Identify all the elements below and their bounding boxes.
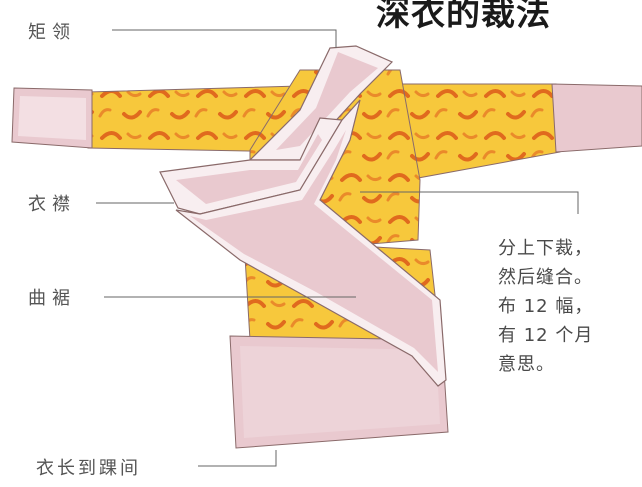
collar-callout-line [112,29,337,48]
length-callout-line [198,450,277,467]
description-line: 意思。 [498,354,555,375]
description-line: 布 12 幅， [498,296,594,317]
description-callout-line [360,191,579,214]
length-label: 衣长到踝间 [36,458,141,479]
right-cuff [551,83,642,153]
lapel-label: 衣襟 [28,194,76,215]
diagram-title: 深衣的裁法 [376,0,551,34]
description-line: 有 12 个月 [498,325,594,346]
description-line: 分上下裁， [498,238,593,259]
collar-label: 矩领 [28,22,76,43]
curved-skirt-label: 曲裾 [28,288,76,309]
description-line: 然后缝合。 [498,267,593,288]
description-text: 分上下裁， 然后缝合。 布 12 幅， 有 12 个月 意思。 [498,234,593,379]
